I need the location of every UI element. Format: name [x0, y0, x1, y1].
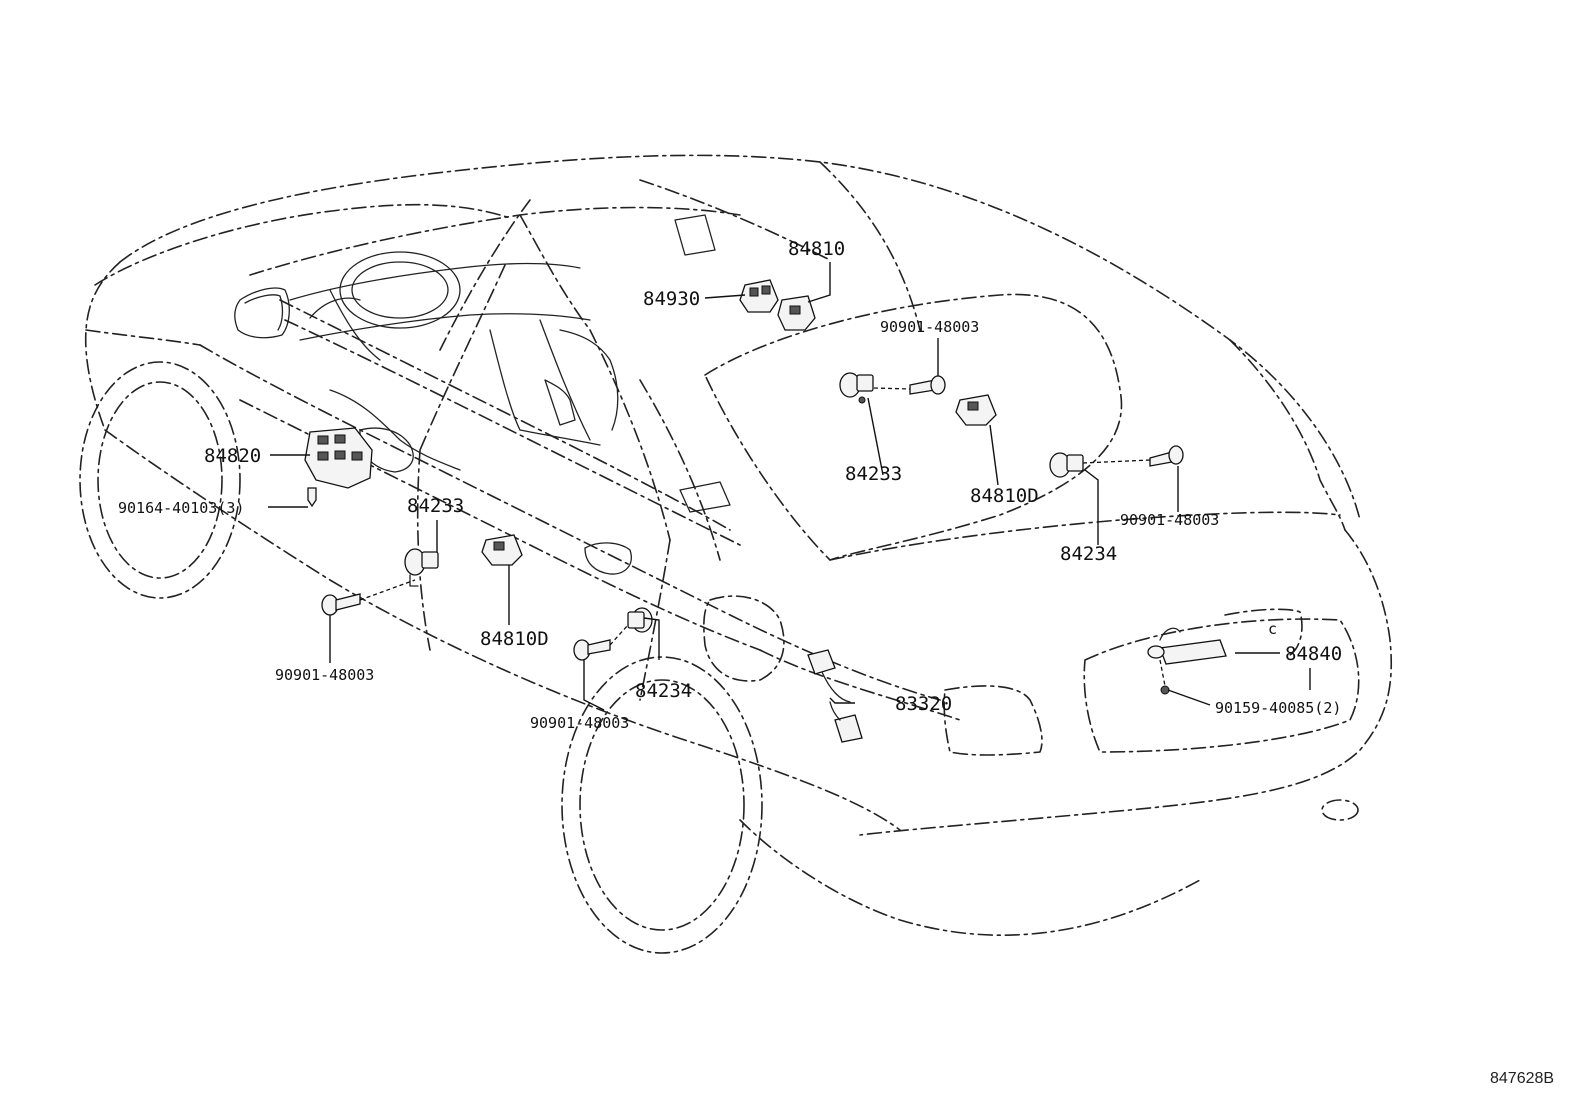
- part-84810D-switch-left: [481, 534, 523, 566]
- parts: [304, 279, 1227, 743]
- label-84234-right: 84234: [1060, 543, 1117, 565]
- label-84810: 84810: [788, 238, 845, 260]
- label-84810D-top: 84810D: [970, 485, 1039, 507]
- part-84234-switch-bottom: [627, 607, 653, 633]
- label-90901-48003-top: 90901-48003: [880, 318, 979, 336]
- part-90901-bolt-left: [321, 593, 361, 616]
- label-84840: 84840: [1285, 643, 1342, 665]
- part-84930-switch: [739, 279, 779, 313]
- label-84810D-left: 84810D: [480, 628, 549, 650]
- part-90901-bolt-bottom: [573, 639, 611, 661]
- part-84233-switch-top: [839, 372, 874, 404]
- label-84234-bottom: 84234: [635, 680, 692, 702]
- label-90159-40085: 90159-40085(2): [1215, 699, 1341, 717]
- car-outline: [79, 154, 1393, 954]
- label-84233-top: 84233: [845, 463, 902, 485]
- part-84233-switch-left: [404, 548, 439, 587]
- labels: 84810 84930 90901-48003 84233 84810D 842…: [118, 238, 1554, 1087]
- diagram-code: 847628B: [1490, 1070, 1554, 1087]
- label-90901-48003-left: 90901-48003: [275, 666, 374, 684]
- label-84820: 84820: [204, 445, 261, 467]
- label-90164-40103: 90164-40103(3): [118, 499, 244, 517]
- part-90901-bolt-top: [909, 375, 946, 395]
- label-90901-48003-right: 90901-48003: [1120, 511, 1219, 529]
- part-84810-switch: [777, 295, 816, 331]
- part-84810D-switch-top: [955, 394, 997, 426]
- part-90901-bolt-right: [1149, 445, 1184, 467]
- part-84820-master-switch: [304, 427, 373, 489]
- part-84234-switch-right: [1049, 452, 1084, 478]
- label-small-c: c: [1268, 620, 1277, 638]
- part-90164-screw: [307, 487, 317, 508]
- part-83320-sensor: [807, 649, 863, 743]
- label-84930: 84930: [643, 288, 700, 310]
- leaders: [268, 262, 1311, 711]
- label-84233-left: 84233: [407, 495, 464, 517]
- part-84840-switch: [1147, 627, 1227, 695]
- interior-outline: [234, 214, 731, 575]
- label-83320: 83320: [895, 693, 952, 715]
- label-90901-48003-bottom: 90901-48003: [530, 714, 629, 732]
